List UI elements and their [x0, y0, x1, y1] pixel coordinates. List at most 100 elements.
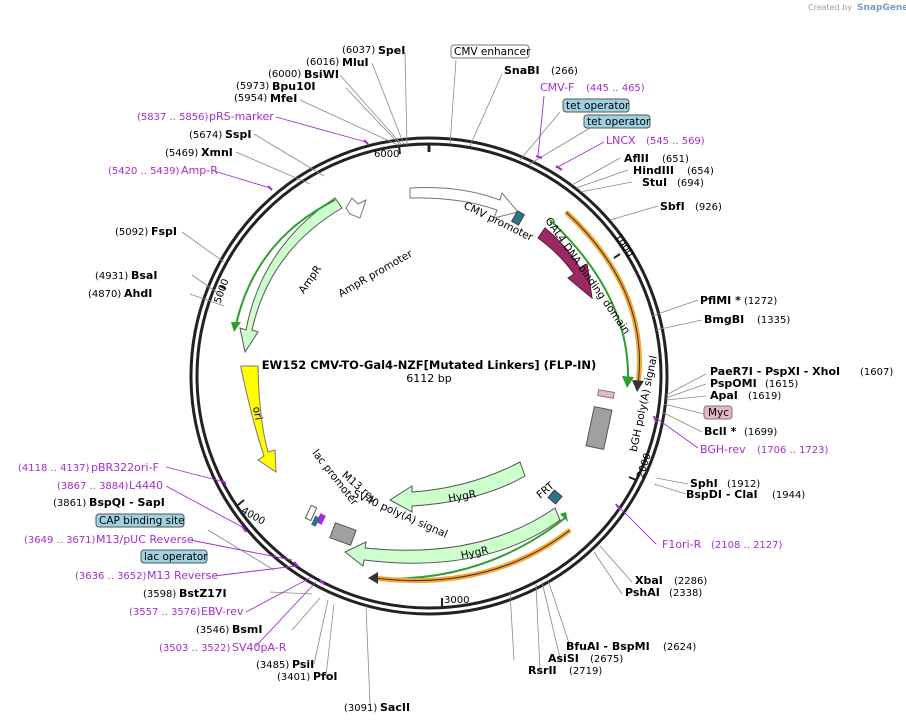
site-pos-claI-group: (1944) — [772, 490, 805, 501]
site-pos-pshai: (2338) — [669, 588, 702, 599]
tet-operator-label-1: tet operator — [562, 98, 630, 113]
site-name-stui: StuI — [642, 176, 667, 189]
site-name-snabi: SnaBI — [504, 64, 540, 77]
lac-operator-label: lac operator — [140, 549, 208, 564]
site-pos-bspmi-group: (2624) — [663, 642, 696, 653]
svg-text:CMV enhancer: CMV enhancer — [454, 46, 531, 58]
site-name-xhoi-group: PaeR7I - PspXI - XhoI — [710, 365, 840, 378]
primer-name-l4440: L4440 — [129, 479, 163, 492]
features — [231, 187, 644, 584]
primer-name-sv40pa-r: SV40pA-R — [232, 641, 287, 654]
site-pos-psii: (3485) — [256, 660, 289, 671]
site-name-hindiii: HindIII — [633, 164, 674, 177]
site-name-pspomi: PspOMI — [710, 377, 757, 390]
site-name-xmni: XmnI — [201, 146, 233, 159]
site-name-fspi: FspI — [151, 225, 177, 238]
site-pos-bsai: (4931) — [95, 271, 128, 282]
primer-pos-cmv-f: (445 .. 465) — [586, 83, 645, 94]
site-name-bpu10i: Bpu10I — [272, 80, 316, 93]
primer-pos-m13-reverse: (3636 .. 3652) — [75, 571, 147, 582]
site-pos-sspi: (5674) — [189, 130, 222, 141]
orange-arc-head — [632, 380, 644, 392]
primer-pos-ebv-rev: (3557 .. 3576) — [129, 607, 201, 618]
site-name-bspqi-group: BspQI - SapI — [89, 496, 165, 509]
primer-pos-f1ori-r: (2108 .. 2127) — [711, 540, 783, 551]
site-name-bsmi: BsmI — [232, 623, 263, 636]
primer-pos-prs-marker: (5837 .. 5856) — [137, 112, 209, 123]
restriction-sites: (6037) SpeI (6016) MluI (6000) BsiWI (59… — [53, 44, 893, 714]
site-name-sphi: SphI — [690, 477, 718, 490]
cap-binding-site-label: CAP binding site — [95, 513, 185, 528]
feature-label-ori: ori — [250, 406, 264, 422]
site-pos-pspomi: (1615) — [765, 379, 798, 390]
site-name-bstz17i: BstZ17I — [179, 587, 227, 600]
site-name-aflii: AflII — [624, 152, 649, 165]
site-pos-aflii: (651) — [662, 154, 689, 165]
site-pos-snabi: (266) — [551, 66, 578, 77]
primer-pos-pbr322ori-f: (4118 .. 4137) — [18, 463, 90, 474]
primer-name-pbr322ori-f: pBR322ori-F — [91, 461, 159, 474]
ruler-label-1000: 1000 — [612, 232, 635, 259]
svg-text:tet operator: tet operator — [566, 100, 630, 112]
ruler-label-6000: 6000 — [374, 149, 399, 160]
site-name-spei: SpeI — [378, 44, 405, 57]
site-pos-stui: (694) — [677, 178, 704, 189]
site-name-bsai: BsaI — [131, 269, 157, 282]
primer-name-m13-reverse: M13 Reverse — [147, 569, 218, 582]
primer-name-bgh-rev: BGH-rev — [700, 443, 746, 456]
primer-labels: CMV-F (445 .. 465) LNCX (545 .. 569) BGH… — [18, 81, 829, 654]
site-pos-bsiwi: (6000) — [268, 69, 301, 80]
cmv-promoter-arrow — [409, 187, 519, 219]
feature-label-ampr: AmpR — [296, 263, 324, 296]
ruler-label-3000: 3000 — [444, 595, 469, 606]
site-pos-sacii: (3091) — [344, 703, 377, 714]
site-pos-fspi: (5092) — [115, 227, 148, 238]
primer-name-prs-marker: pRS-marker — [209, 110, 274, 123]
site-name-pflmi: PflMI * — [700, 294, 741, 307]
frt-marker — [547, 489, 563, 505]
green-arc-left — [235, 199, 336, 326]
svg-text:lac operator: lac operator — [144, 551, 208, 563]
site-name-pshai: PshAI — [625, 586, 660, 599]
site-name-mlui: MluI — [342, 56, 369, 69]
gal4-arrow — [537, 227, 593, 300]
ampr-arrow — [239, 197, 343, 354]
primer-name-cmv-f: CMV-F — [540, 81, 574, 94]
primer-name-ebv-rev: EBV-rev — [201, 605, 244, 618]
svg-text:tet operator: tet operator — [587, 116, 651, 128]
site-pos-mlui: (6016) — [306, 57, 339, 68]
site-name-claI-group: BspDI - ClaI — [686, 488, 758, 501]
site-pos-asisi: (2675) — [590, 654, 623, 665]
site-name-pfoi: PfoI — [313, 670, 338, 683]
watermark-prefix: Created by — [808, 3, 852, 12]
site-name-psii: PsiI — [292, 658, 314, 671]
primer-ticks — [221, 139, 657, 585]
site-name-bmgbi: BmgBI — [704, 313, 744, 326]
site-pos-bmgbi: (1335) — [757, 315, 790, 326]
bgh-polya-box — [585, 405, 613, 451]
site-name-rsrii: RsrII — [528, 664, 557, 677]
site-pos-xbai: (2286) — [674, 576, 707, 587]
site-name-sspi: SspI — [225, 128, 251, 141]
primer-name-f1ori-r: F1ori-R — [662, 538, 702, 551]
site-pos-xhoi-group: (1607) — [860, 367, 893, 378]
site-pos-bcli: (1699) — [744, 427, 777, 438]
tet-operator-label-2: tet operator — [583, 114, 651, 129]
ori-arrow — [240, 365, 277, 473]
m13-rev-marker — [316, 513, 326, 525]
primer-name-amp-r: Amp-R — [181, 164, 218, 177]
site-name-mfei: MfeI — [270, 92, 297, 105]
feature-label-bgh: bGH poly(A) signal — [628, 354, 660, 452]
svg-text:CAP binding site: CAP binding site — [99, 515, 185, 527]
hygr-arrow-outer — [344, 507, 561, 567]
feature-label-ampr-promoter: AmpR promoter — [336, 247, 415, 299]
primer-pos-sv40pa-r: (3503 .. 3522) — [159, 643, 231, 654]
site-pos-bpu10i: (5973) — [236, 81, 269, 92]
site-pos-rsrii: (2719) — [569, 666, 602, 677]
myc-label: Myc — [703, 405, 733, 420]
site-pos-bsmi: (3546) — [196, 625, 229, 636]
plasmid-size: 6112 bp — [406, 372, 451, 385]
site-name-bcli: BclI * — [704, 425, 737, 438]
site-name-asisi: AsiSI — [548, 652, 579, 665]
